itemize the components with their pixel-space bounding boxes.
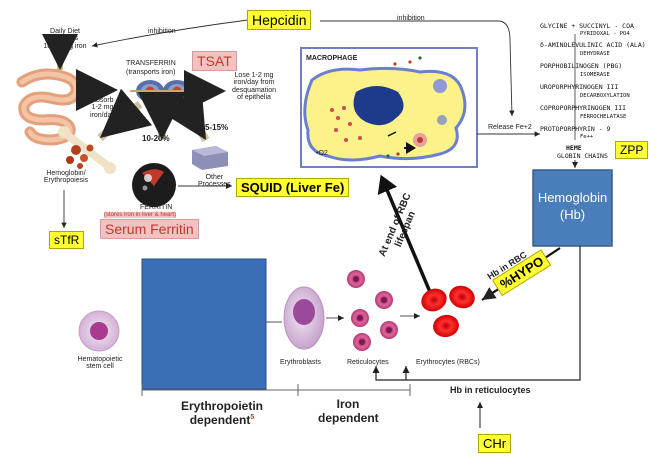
heme-step-ferrochelatase: FERROCHELATASE xyxy=(580,114,627,120)
erythroblasts-label: Erythroblasts xyxy=(280,359,321,366)
heme-step-heme: HEME xyxy=(566,144,582,152)
ferritin-sphere xyxy=(132,163,176,207)
release-fe-label: Release Fe+2 xyxy=(488,124,532,131)
lifespan-arrow xyxy=(377,174,432,293)
serum-ferritin-marker: Serum Ferritin xyxy=(100,219,199,239)
heme-step-pbg: PORPHOBILINOGEN (PBG) xyxy=(540,62,623,70)
heme-step-pyridoxal: PYRIDOXAL - PO4 xyxy=(580,31,630,37)
bone-marrow-illustration xyxy=(58,126,116,174)
heme-step-isomerase: ISOMERASE xyxy=(580,72,610,78)
ferritin-note-label: (stores iron in liver & heart) xyxy=(104,212,177,219)
other-processes-box xyxy=(192,146,228,170)
daily-diet-label: Daily Diet contains 10-20 mg iron xyxy=(43,28,87,50)
hb-reticulocytes-loop xyxy=(372,246,581,381)
transferrin-label: TRANSFERRIN xyxy=(126,60,176,67)
erythropoietin-dependent-label: Erythropoietin dependent5 xyxy=(180,399,263,428)
zpp-marker: ZPP xyxy=(615,141,649,159)
reticulocytes-label: Reticulocytes xyxy=(347,359,389,366)
macrophage-title: MACROPHAGE xyxy=(306,55,358,62)
intestine-illustration xyxy=(16,68,82,146)
rbc-label: Erythrocytes (RBCs) xyxy=(416,359,480,366)
hemoglobin-erythropoiesis-label: Hemoglobin/ Erythropoiesis xyxy=(43,170,89,185)
hepcidin-inhibition-left-arrow xyxy=(91,19,249,48)
hepcidin-inhibition-right-arrow xyxy=(320,20,515,117)
stem-cell xyxy=(78,310,120,352)
erythropoietin-dependent-box xyxy=(141,258,267,390)
heme-step-coproporphyrinogen: COPROPORPHYRINOGEN III xyxy=(540,104,627,112)
iron-dependent-label: Iron dependent xyxy=(318,397,379,426)
inhibition-left-label: inhibition xyxy=(148,28,176,35)
hb-in-reticulocytes-label: Hb in reticulocytes xyxy=(450,385,531,395)
hemoglobin-box xyxy=(532,169,613,247)
stem-cell-label: Hematopoietic stem cell xyxy=(77,356,123,371)
macrophage-cell xyxy=(303,56,467,162)
inhibition-right-label: inhibition xyxy=(397,15,425,22)
reticulocyte-cluster xyxy=(347,270,398,351)
heme-step-ala: δ-AMINOLEVULINIC ACID (ALA) xyxy=(540,41,646,49)
arrow-75pct xyxy=(97,88,153,142)
transports-iron-label: (transports iron) xyxy=(126,69,176,76)
pct-5-15-label: 5-15% xyxy=(205,123,229,132)
heme-step-globin: GLOBIN CHAINS xyxy=(557,152,608,160)
heme-step-protoporphyrin: PROTOPORPHYRIN - 9 xyxy=(540,125,611,133)
squid-marker: SQUID (Liver Fe) xyxy=(236,178,350,197)
pct-75-label: 75% xyxy=(118,123,135,132)
other-processes-label: Other Processes xyxy=(198,174,231,189)
heme-step-uroporphyrinogen: UROPORPHYRINOGEN III xyxy=(540,83,619,91)
rbc-cluster xyxy=(421,285,475,338)
hepcidin-marker: Hepcidin xyxy=(247,10,312,30)
heme-step-dehydrase: DEHYDRASE xyxy=(580,51,610,57)
tsat-marker: TSAT xyxy=(192,51,237,71)
heme-step-glycine: GLYCINE + SUCCINYL - COA xyxy=(540,22,634,30)
pct-10-20-label: 10-20% xyxy=(142,134,170,143)
epo-footnote: 5 xyxy=(250,414,255,422)
heme-step-decarboxylation: DECARBOXYLATION xyxy=(580,93,630,99)
stfr-marker: sTfR xyxy=(49,231,85,249)
chr-marker: CHr xyxy=(478,434,512,453)
heme-step-fe: Fe++ xyxy=(580,134,594,140)
o2-label: •O2 xyxy=(316,150,328,157)
arrow-5-15pct xyxy=(160,86,210,143)
hemoglobin-label: Hemoglobin (Hb) xyxy=(537,190,608,222)
lose-iron-label: Lose 1-2 mg iron/day from desquamation o… xyxy=(232,72,276,102)
erythroblast-cell xyxy=(283,286,325,350)
transferrin-molecule xyxy=(130,80,197,102)
ferritin-label: FERRITIN xyxy=(140,204,173,211)
absorb-label: Absorb 1-2 mg iron/day xyxy=(90,97,115,119)
